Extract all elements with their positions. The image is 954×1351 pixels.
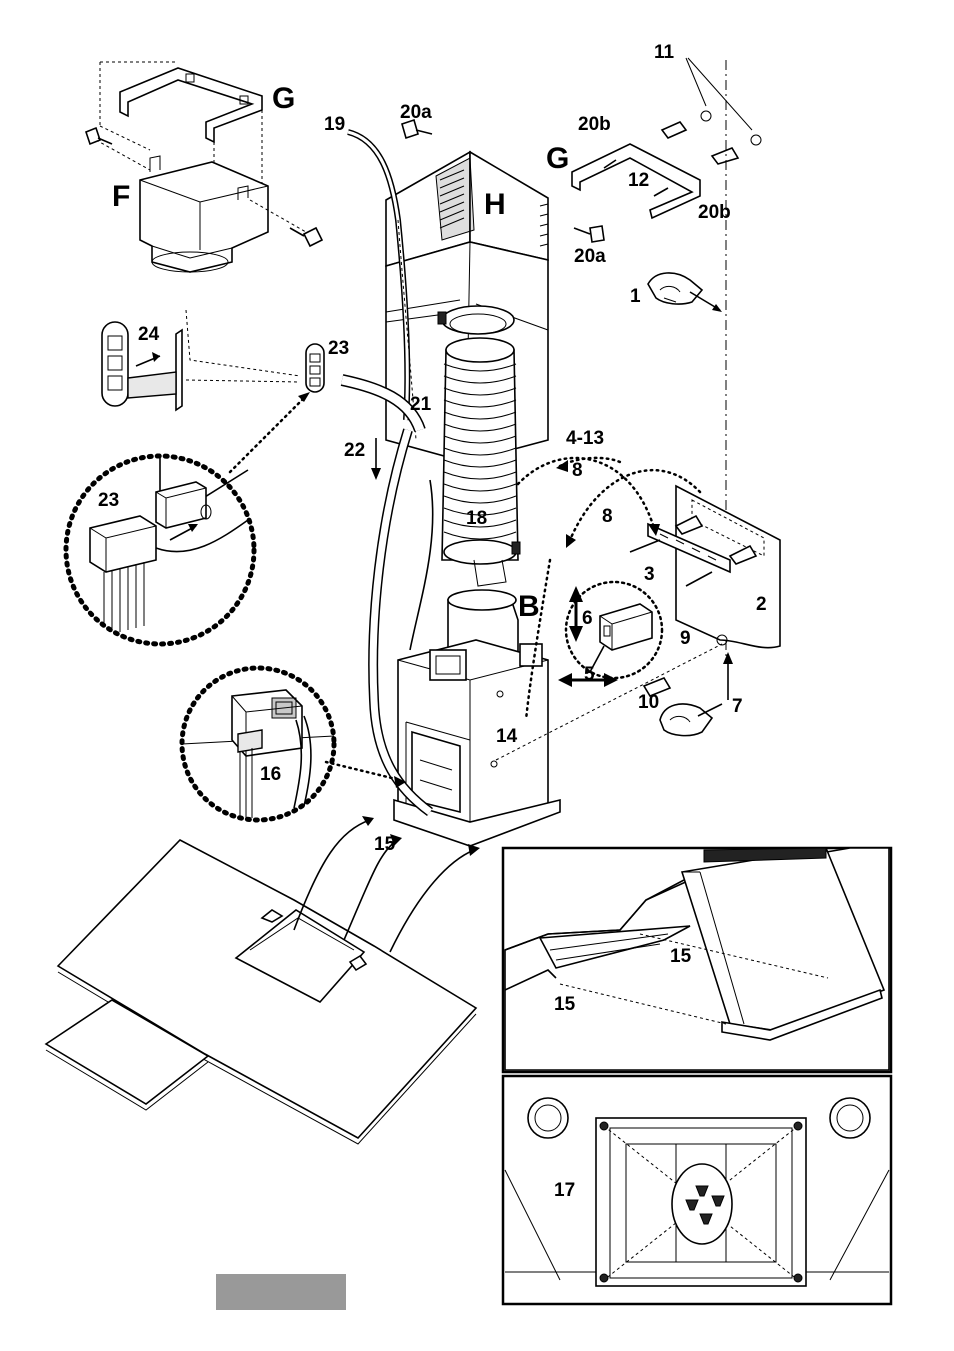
hood-canopy (44, 839, 478, 1145)
label-7: 7 (732, 696, 743, 717)
hand-pencil-1-icon (647, 272, 722, 312)
label-F: F (112, 180, 130, 213)
label-15-inset-b: 15 (554, 994, 576, 1015)
detail-zoom-23 (63, 453, 257, 647)
label-G-right: G (546, 142, 569, 175)
dotted-arrow-8 (568, 468, 702, 542)
wall-plug-10-icon (642, 634, 728, 697)
label-6: 6 (582, 608, 593, 629)
label-8-b: 8 (602, 506, 613, 527)
screw-f-left-icon (85, 126, 113, 146)
label-16: 16 (260, 764, 281, 785)
arrow-22 (371, 438, 381, 480)
arrow-7 (723, 652, 733, 700)
label-15-main: 15 (374, 834, 396, 855)
inset-panel-17 (501, 1074, 893, 1306)
screw-20a-right-icon (573, 225, 605, 243)
label-9: 9 (680, 628, 691, 649)
flange-f (95, 139, 307, 273)
label-20b-bottom: 20b (698, 202, 731, 223)
label-H: H (484, 188, 506, 221)
label-20b-top: 20b (578, 114, 611, 135)
label-20a-top: 20a (400, 102, 432, 123)
page-tab-bar (216, 1274, 346, 1310)
label-B: B (518, 590, 540, 623)
label-20a-bottom: 20a (574, 246, 606, 267)
label-19: 19 (324, 114, 345, 135)
label-22: 22 (344, 440, 365, 461)
mounting-rail-3 (629, 522, 731, 587)
hand-pencil-7-icon (659, 703, 723, 737)
label-24: 24 (138, 324, 160, 345)
detail-zoom-16 (179, 665, 337, 823)
label-8-a: 8 (572, 460, 583, 481)
label-12: 12 (628, 170, 649, 191)
label-11: 11 (654, 42, 675, 63)
label-1: 1 (630, 286, 641, 307)
wall-plug-11-lower-icon (710, 134, 762, 165)
label-5: 5 (584, 664, 595, 685)
arrow-6-updown (569, 586, 583, 642)
wall-plug-rail-right-icon (728, 544, 758, 565)
label-10: 10 (638, 692, 659, 713)
label-23-zoom: 23 (98, 490, 119, 511)
motor-body-14 (393, 589, 561, 847)
bracket-g-right (571, 143, 701, 220)
flex-duct-18 (437, 305, 521, 587)
vent-grille-24 (101, 309, 301, 412)
label-3: 3 (644, 564, 655, 585)
screw-20a-top-icon (401, 118, 433, 140)
vent-grille-23 (305, 343, 325, 393)
label-18: 18 (466, 508, 487, 529)
wall-plug-11-upper-icon (660, 110, 712, 139)
label-4-13: 4-13 (566, 428, 604, 449)
label-G-top: G (272, 82, 295, 115)
label-23-top: 23 (328, 338, 349, 359)
label-15-inset-a: 15 (670, 946, 692, 967)
inset-panel-15 (501, 846, 893, 1074)
dotted-arrow-4-13 (516, 456, 656, 530)
wall-plug-rail-left-icon (674, 514, 704, 535)
arrow-5-leftright (558, 645, 618, 687)
label-21: 21 (410, 394, 432, 415)
label-2: 2 (756, 594, 767, 615)
screw-f-right-icon (289, 226, 324, 248)
label-17: 17 (554, 1180, 575, 1201)
label-14: 14 (496, 726, 518, 747)
bracket-g-left (99, 61, 263, 200)
